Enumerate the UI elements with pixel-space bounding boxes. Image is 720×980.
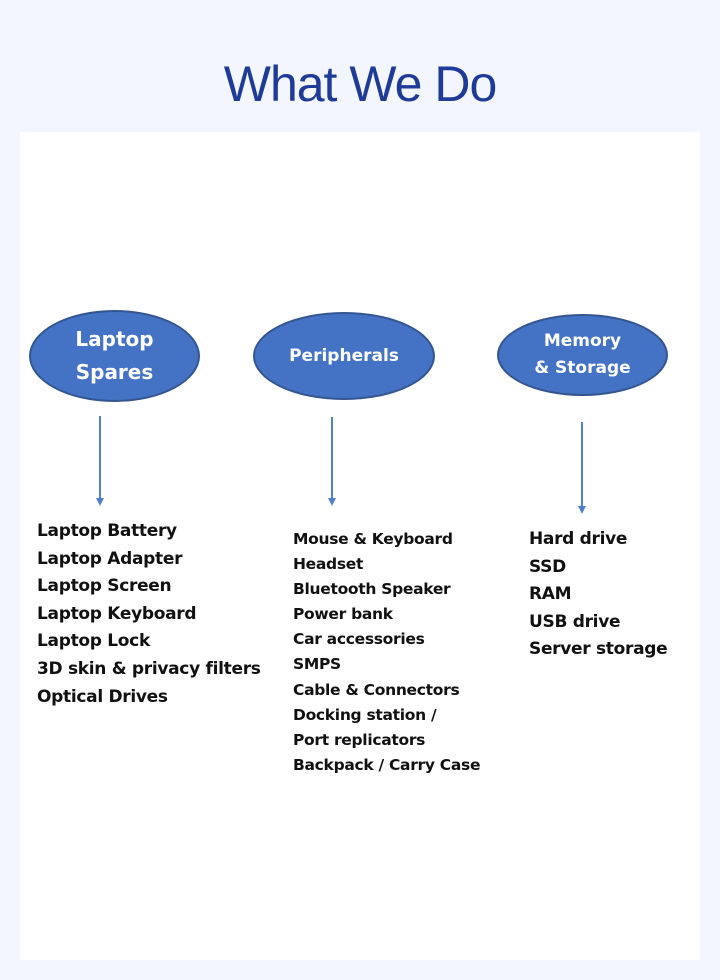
- list-item: SMPS: [293, 655, 341, 674]
- list-item: Car accessories: [293, 630, 425, 649]
- list-item: SSD: [529, 556, 566, 577]
- list-item: Headset: [293, 555, 364, 574]
- list-item: Laptop Screen: [37, 576, 172, 597]
- list-item: Hard drive: [529, 529, 628, 549]
- list-item: Port replicators: [293, 730, 426, 749]
- list-item: Bluetooth Speaker: [293, 580, 451, 599]
- list-item: Mouse & Keyboard: [293, 530, 453, 548]
- list-item: Docking station /: [293, 705, 437, 724]
- diagram-panel: Laptop Spares Peripherals Memory & Stora…: [20, 132, 700, 960]
- page-title: What We Do: [223, 56, 498, 112]
- list-item: Server storage: [529, 639, 668, 660]
- list-item: Laptop Lock: [37, 631, 150, 652]
- list-item: Cable & Connectors: [293, 680, 460, 699]
- list-item: 3D skin & privacy filters: [37, 658, 261, 679]
- category-oval-laptop-spares: Laptop Spares: [29, 310, 200, 402]
- list-item: Laptop Battery: [37, 521, 177, 541]
- category-oval-peripherals: Peripherals: [253, 312, 435, 400]
- list-item: Power bank: [293, 605, 393, 624]
- list-item: RAM: [529, 584, 572, 605]
- list-item: Laptop Keyboard: [37, 603, 197, 624]
- list-item: Optical Drives: [37, 686, 168, 707]
- list-item: Laptop Adapter: [37, 548, 183, 569]
- list-item: Backpack / Carry Case: [293, 755, 481, 774]
- category-oval-memory-storage: Memory & Storage: [497, 314, 668, 396]
- list-item: USB drive: [529, 611, 621, 632]
